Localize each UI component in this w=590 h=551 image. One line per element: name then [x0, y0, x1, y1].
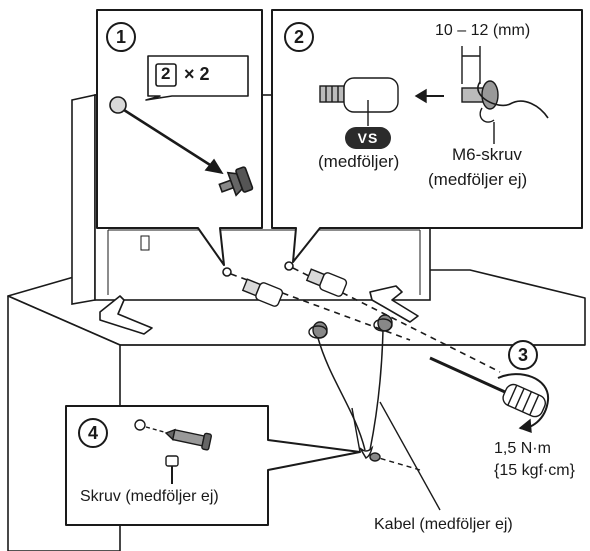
table-screw-head: [370, 453, 380, 461]
step3-torque-kgf: {15 kgf·cm}: [494, 462, 575, 480]
step2-screw-label: M6-skruv: [452, 145, 522, 165]
tv-frame: [72, 95, 95, 304]
step1-quantity: × 2: [184, 64, 210, 85]
screwdriver-shaft: [430, 358, 505, 392]
handle-grip: [501, 382, 548, 419]
rotation-arrowhead: [520, 420, 531, 432]
hole-right: [285, 262, 293, 270]
tv-port: [141, 236, 149, 250]
step4-pin-head: [166, 456, 178, 466]
step4-washer: [135, 420, 145, 430]
screwdriver-handle: [501, 382, 548, 419]
step1-hole: [110, 97, 126, 113]
step1-bracket-ref: 2: [161, 64, 170, 84]
cable-leader-a: [380, 402, 440, 510]
step-3-number: 3: [508, 340, 538, 370]
step2-gap-label: 10 – 12 (mm): [435, 22, 530, 40]
step-2-number: 2: [284, 22, 314, 52]
step-1-number: 1: [106, 22, 136, 52]
step-4-number: 4: [78, 418, 108, 448]
step2-vs-body: [344, 78, 398, 112]
callout-box-4: [66, 406, 360, 525]
step2-included-label: (medföljer): [318, 152, 399, 172]
step2-screw-note: (medföljer ej): [428, 170, 527, 190]
hole-left: [223, 268, 231, 276]
cable-left: [318, 338, 365, 450]
cables: [318, 330, 383, 458]
step4-screw-label: Skruv (medföljer ej): [80, 488, 219, 506]
callout-box-2: [272, 10, 582, 262]
callout-2-frame: [272, 10, 582, 262]
screwdriver: [430, 358, 548, 432]
cable-label: Kabel (medföljer ej): [374, 516, 513, 534]
step3-torque-nm: 1,5 N·m: [494, 440, 551, 458]
callout-4-frame: [66, 406, 360, 525]
step2-vs-badge: VS: [345, 127, 391, 149]
cable-right: [370, 330, 383, 450]
